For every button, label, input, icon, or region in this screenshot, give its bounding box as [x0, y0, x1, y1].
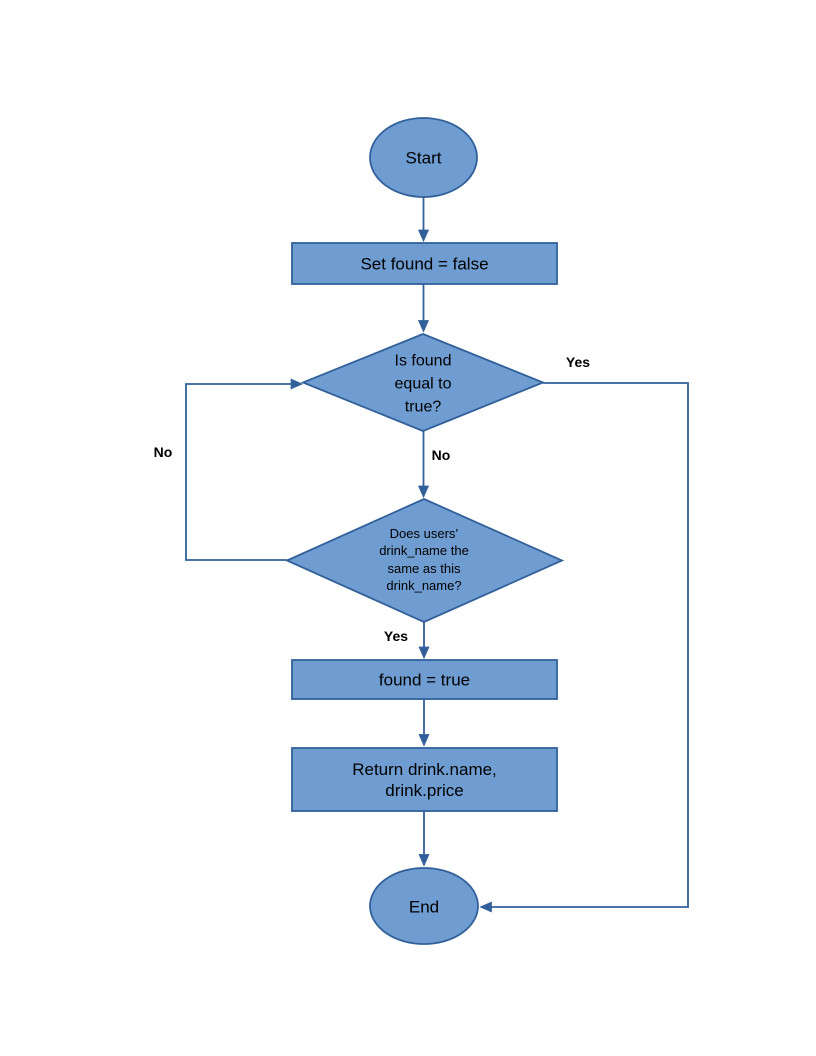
return-drink-node-label: Return drink.name, drink.price: [352, 760, 497, 800]
edge-label-yes-down: Yes: [383, 628, 409, 644]
edge-is-found-yes-to-end: [479, 382, 689, 913]
end-node-shape: [369, 867, 479, 945]
end-node-label: End: [408, 896, 440, 916]
set-found-false-node-label: Set found = false: [360, 254, 489, 273]
edge-label-yes-right: Yes: [565, 354, 591, 370]
found-true-node-shape: [291, 659, 558, 700]
set-found-false-node-shape: [291, 242, 558, 285]
found-true-node-label: found = true: [378, 670, 471, 689]
edge-label-no-loop: No: [153, 444, 173, 460]
return-drink-node-shape: [291, 747, 558, 812]
edge-label-no-down: No: [431, 447, 451, 463]
is-found-decision-label: Is found equal to true?: [394, 352, 452, 416]
start-node-shape: [369, 117, 478, 198]
edge-drink-match-no-loop-to-is-found: [185, 378, 304, 561]
is-found-decision-shape: [300, 333, 546, 432]
start-node-label: Start: [405, 147, 442, 167]
drink-name-match-decision-shape: [284, 498, 565, 623]
drink-name-match-decision-label: Does users’ drink_name the same as this …: [379, 525, 469, 594]
